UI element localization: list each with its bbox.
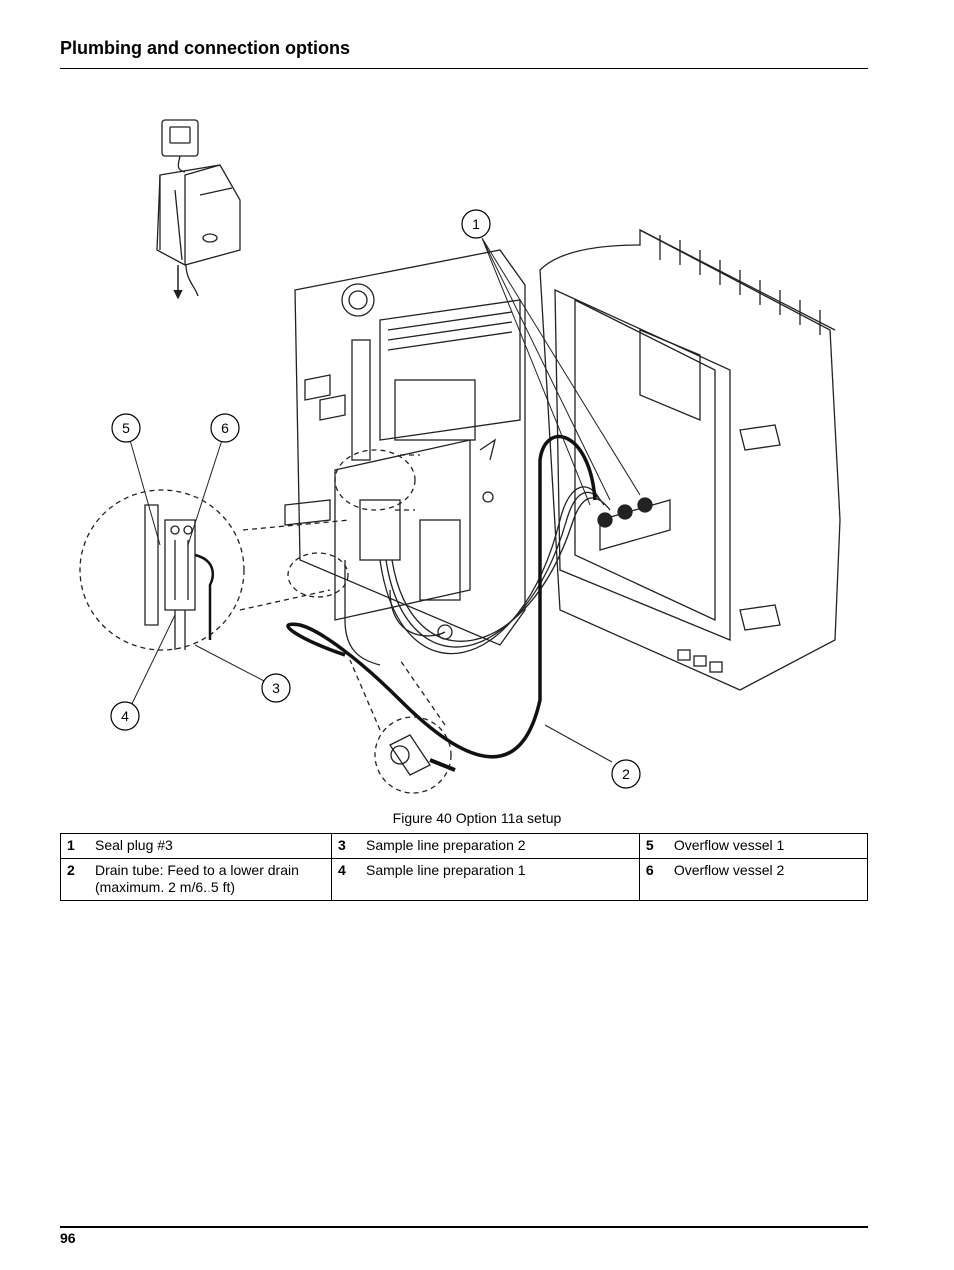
enclosure-illustration bbox=[539, 228, 841, 691]
legend-number: 2 bbox=[60, 858, 89, 901]
callout-3-label: 3 bbox=[272, 680, 280, 696]
drain-tube-illustration bbox=[286, 434, 597, 759]
controller-illustration bbox=[156, 119, 241, 300]
legend-text: Overflow vessel 2 bbox=[667, 858, 868, 901]
callout-6-circle bbox=[210, 413, 240, 443]
fitting-detail bbox=[389, 734, 456, 776]
analyzer-panel-illustration bbox=[284, 249, 526, 646]
page-section-title: Plumbing and connection options bbox=[60, 38, 350, 58]
callout-leaders bbox=[127, 237, 641, 763]
legend-highlight: . bbox=[207, 879, 211, 895]
sample-tubing-illustration bbox=[344, 486, 611, 666]
legend-number: 3 bbox=[331, 833, 360, 859]
callout-5-circle bbox=[111, 413, 141, 443]
legend-number: 4 bbox=[331, 858, 360, 901]
legend-text: Drain tube: Feed to a lower drain (maxim… bbox=[95, 862, 299, 895]
callout-1-circle bbox=[461, 209, 491, 239]
legend-row: 1 Seal plug #3 3 Sample line preparation… bbox=[60, 833, 868, 859]
callout-1-label: 1 bbox=[472, 216, 480, 232]
callout-4-circle bbox=[110, 701, 140, 731]
legend-text-drain-tube: Drain tube: Feed to a lower drain (maxim… bbox=[89, 858, 332, 901]
header-divider bbox=[60, 68, 868, 69]
legend-number: 6 bbox=[638, 858, 668, 901]
callout-2-circle bbox=[611, 759, 641, 789]
callout-3-circle bbox=[261, 673, 291, 703]
legend-text: Seal plug #3 bbox=[89, 833, 332, 859]
legend-number: 1 bbox=[60, 833, 89, 859]
legend-number: 5 bbox=[638, 833, 668, 859]
legend-text-tail: 5 ft) bbox=[210, 879, 236, 895]
legend-text: Overflow vessel 1 bbox=[667, 833, 868, 859]
legend-text: Sample line preparation 1 bbox=[360, 858, 640, 901]
overflow-vessel-detail bbox=[144, 504, 214, 650]
footer-divider bbox=[60, 1226, 868, 1228]
detail-zoom-callouts bbox=[79, 449, 452, 794]
callout-6-label: 6 bbox=[221, 420, 229, 436]
figure-legend-table: 1 Seal plug #3 3 Sample line preparation… bbox=[60, 833, 868, 901]
legend-text: Sample line preparation 2 bbox=[360, 833, 640, 859]
option-11a-setup-illustration: 1 2 3 4 5 6 bbox=[79, 119, 841, 794]
callout-5-label: 5 bbox=[122, 420, 130, 436]
callout-2-label: 2 bbox=[622, 766, 630, 782]
callout-4-label: 4 bbox=[121, 708, 129, 724]
page-number: 96 bbox=[60, 1230, 76, 1246]
legend-row: 2 Drain tube: Feed to a lower drain (max… bbox=[60, 858, 868, 901]
figure-caption: Figure 40 Option 11a setup bbox=[392, 810, 562, 826]
